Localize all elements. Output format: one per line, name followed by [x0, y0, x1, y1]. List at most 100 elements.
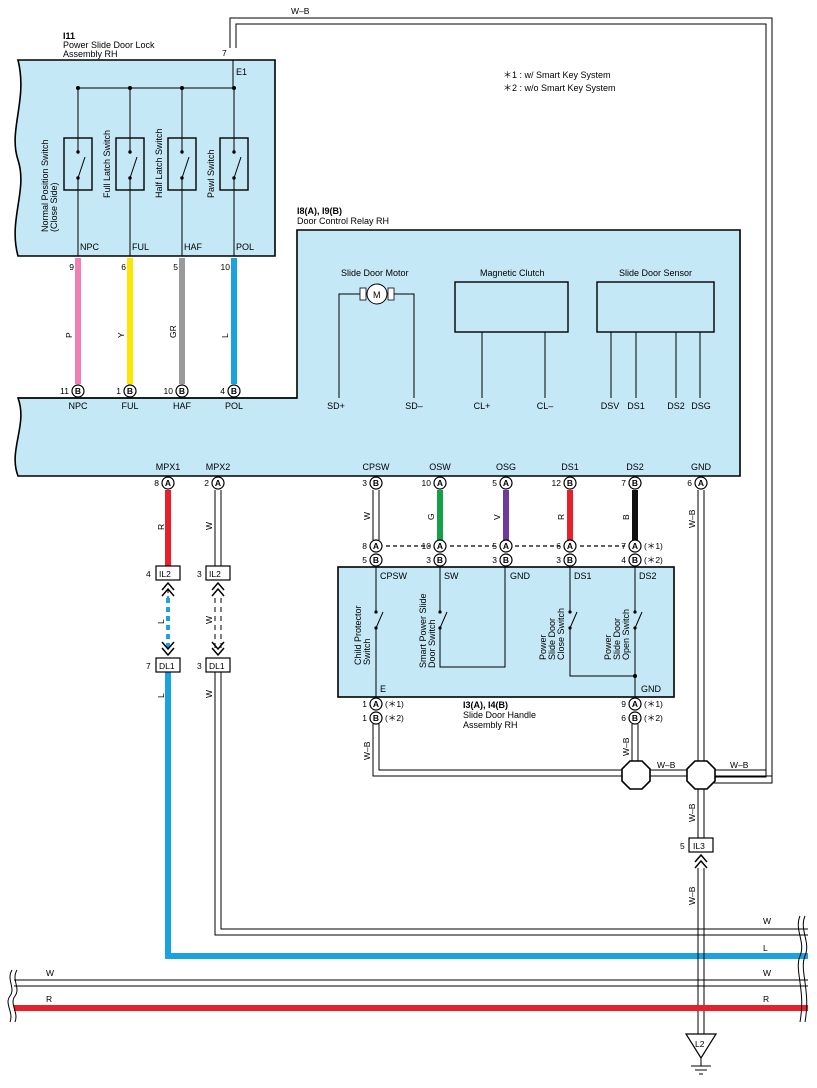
relay-lower-term-gnd: GND — [691, 462, 712, 472]
smart-switch-label1: Smart Power Slide — [418, 593, 428, 668]
relay-inner-term-2: CL+ — [474, 401, 491, 411]
relay-inner-term-3: CL– — [537, 401, 554, 411]
relay-name: Door Control Relay RH — [297, 216, 389, 226]
relay-lower-pin-mpx1-letter: A — [165, 478, 171, 488]
handle-pin-a-0-letter: A — [373, 541, 379, 551]
relay-lower-pin-ds1 — [563, 476, 577, 490]
wire-code-npc: P — [64, 332, 74, 338]
relay-inner-term-4: DSV — [601, 401, 620, 411]
il2b-pin: 3 — [197, 569, 202, 579]
relay-lower-num-cpsw: 3 — [362, 478, 367, 488]
relay-lower-pin-osg-letter: A — [503, 478, 509, 488]
wire-code-haf: GR — [168, 325, 178, 338]
wire-gnd: W–B — [687, 509, 697, 528]
handle-gnd-pin-b — [628, 711, 642, 725]
close-switch-label3: Close Switch — [556, 608, 566, 660]
wire-out-w2: W — [763, 968, 771, 978]
relay-upper-pin-ful-letter: B — [127, 386, 133, 396]
relay-lower-term-cpsw: CPSW — [363, 462, 391, 472]
relay-lower-term-ds2: DS2 — [626, 462, 644, 472]
wire-ds2: B — [621, 514, 631, 520]
wire-code-pol: L — [220, 333, 230, 338]
relay-inner-term-1: SD– — [405, 401, 423, 411]
switch-label-ful: Full Latch Switch — [102, 130, 112, 198]
handle-pin-b-num-2: 3 — [492, 555, 497, 565]
i11-pin-e1: 7 — [222, 48, 227, 58]
i11-e1: E1 — [236, 67, 247, 77]
relay-lower-pin-mpx1 — [161, 476, 175, 490]
wire-cpsw: W — [362, 512, 372, 520]
handle-code: I3(A), I4(B) — [463, 700, 508, 710]
handle-mark-1c: (＊1) — [644, 699, 663, 709]
wire-osg: V — [492, 514, 502, 520]
note-1: ＊1 : w/ Smart Key System — [503, 70, 611, 80]
relay-lower-num-ds1: 12 — [552, 478, 562, 488]
dl1b-name: DL1 — [209, 661, 225, 671]
i11-box — [14, 59, 276, 257]
wire-out-w1: W — [763, 916, 771, 926]
handle-pin-a-num-1: 10 — [422, 541, 432, 551]
handle-name1: Slide Door Handle — [463, 710, 536, 720]
wire-between2: W — [204, 616, 214, 624]
relay-upper-num-ful: 1 — [116, 386, 121, 396]
relay-upper-num-pol: 4 — [220, 386, 225, 396]
wire-between: L — [156, 619, 166, 624]
relay-lower-num-ds2: 7 — [621, 478, 626, 488]
note-2: ＊2 : w/o Smart Key System — [503, 83, 616, 93]
relay-lower-pin-gnd — [694, 476, 708, 490]
wire-handle-left: W–B — [362, 741, 372, 760]
motor-symbol: M — [373, 290, 381, 300]
open-switch-label3: Open Switch — [621, 609, 631, 660]
relay-upper-num-haf: 10 — [164, 386, 174, 396]
handle-name2: Assembly RH — [463, 720, 518, 730]
wire-mpx2: W — [204, 522, 214, 530]
relay-upper-term-pol: POL — [225, 401, 243, 411]
open-switch-label2: Slide Door — [612, 618, 622, 660]
i11-pin-haf: 5 — [173, 262, 178, 272]
relay-upper-pin-pol-letter: B — [231, 386, 237, 396]
handle-pin-a-1-letter: A — [437, 541, 443, 551]
handle-e-pin-a-letter: A — [373, 699, 379, 709]
switch-label-haf: Half Latch Switch — [154, 128, 164, 198]
handle-pin-a-num-0: 8 — [362, 541, 367, 551]
wire-ground-left: W–B — [657, 760, 676, 770]
relay-inner-term-0: SD+ — [327, 401, 345, 411]
handle-gnd-pin-a-num: 9 — [621, 699, 626, 709]
wire-mpx2-lower: W — [204, 690, 214, 698]
handle-pin-b-num-3: 3 — [556, 555, 561, 565]
dl1a-name: DL1 — [159, 661, 175, 671]
il3-name: IL3 — [693, 841, 705, 851]
wire-ground-mid: W–B — [687, 803, 697, 822]
handle-gnd-pin-b-num: 6 — [621, 713, 626, 723]
relay-lower-pin-cpsw — [369, 476, 383, 490]
switch-contact — [76, 150, 80, 154]
il3-pin: 5 — [680, 841, 685, 851]
relay-lower-num-osw: 10 — [422, 478, 432, 488]
il2a-name: IL2 — [159, 569, 171, 579]
clutch-label: Magnetic Clutch — [480, 268, 545, 278]
bus-junction — [128, 86, 132, 90]
handle-pin-b-0 — [369, 553, 383, 567]
wire-ground-low: W–B — [687, 886, 697, 905]
i11-pin-pol: 10 — [221, 262, 231, 272]
relay-lower-pin-osw-letter: A — [437, 478, 443, 488]
open-switch-label1: Power — [603, 634, 613, 660]
dl1a-pin: 7 — [146, 661, 151, 671]
switch-blade — [129, 156, 138, 179]
switch-contact — [128, 150, 132, 154]
handle-pin-b-4-letter: B — [632, 555, 638, 565]
i11-term-ful: FUL — [132, 242, 149, 252]
handle-gnd-pin-a — [628, 697, 642, 711]
handle-e-pin-b — [369, 711, 383, 725]
relay-lower-term-ds1: DS1 — [561, 462, 579, 472]
bus-junction — [232, 86, 236, 90]
relay-lower-pin-ds2 — [628, 476, 642, 490]
relay-lower-term-osw: OSW — [429, 462, 451, 472]
handle-e-pin-a — [369, 697, 383, 711]
handle-pin-b-num-1: 3 — [426, 555, 431, 565]
handle-pin-a-4 — [628, 539, 642, 553]
relay-upper-pin-haf-letter: B — [179, 386, 185, 396]
wire-in-w: W — [46, 968, 54, 978]
